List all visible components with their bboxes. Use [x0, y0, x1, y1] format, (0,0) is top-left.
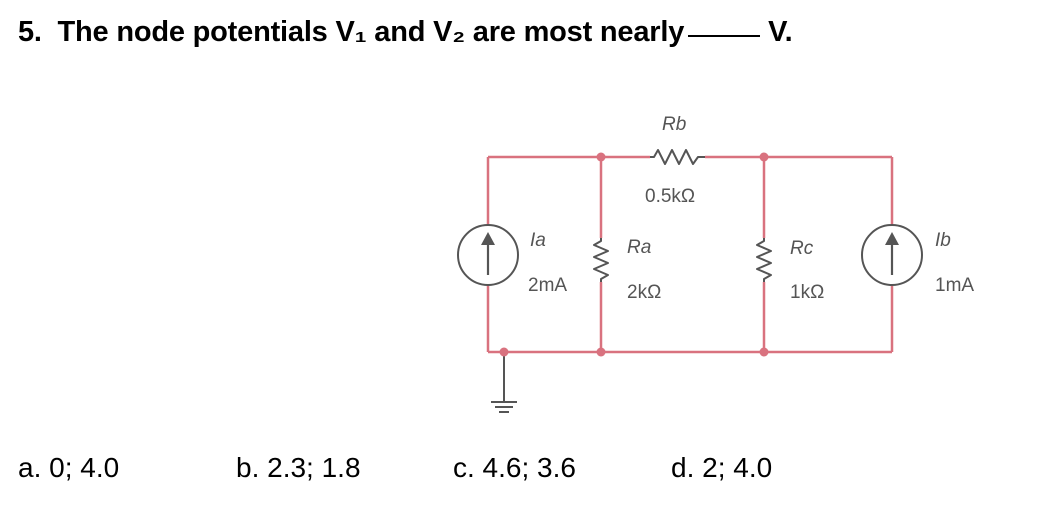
ia-name-label: Ia: [530, 230, 546, 251]
node-dot-top-ra: [596, 152, 606, 162]
node-dot-top-rc: [759, 152, 769, 162]
question-number: 5.: [18, 16, 42, 48]
answer-blank: [688, 35, 761, 37]
rb-value-label: 0.5kΩ: [645, 186, 695, 207]
resistor-rc: [756, 238, 772, 282]
question-prompt: The node potentials V₁ and V₂ are most n…: [57, 16, 685, 48]
current-source-ia: [457, 224, 519, 286]
question-text: 5. The node potentials V₁ and V₂ are mos…: [18, 16, 793, 49]
junction-dots: [499, 152, 769, 357]
rb-name-label: Rb: [662, 114, 686, 135]
node-dot-bottom-rc: [759, 347, 769, 357]
choice-c: c. 4.6; 3.6: [453, 452, 576, 483]
resistor-rb: [650, 149, 705, 165]
choice-d: d. 2; 4.0: [671, 452, 773, 483]
resistor-ra: [593, 238, 609, 282]
ia-value-label: 2mA: [528, 275, 567, 296]
choice-a: a. 0; 4.0: [18, 452, 120, 483]
node-dot-bottom-ra: [596, 347, 606, 357]
node-dot-bottom-ground: [499, 347, 509, 357]
ground-symbol: [491, 352, 517, 413]
current-source-ib: [861, 224, 923, 286]
circuit-wires: [486, 155, 894, 354]
ra-value-label: 2kΩ: [627, 282, 661, 303]
ra-name-label: Ra: [627, 237, 651, 258]
ib-value-label: 1mA: [935, 275, 974, 296]
question-unit: V.: [768, 16, 793, 48]
choice-b: b. 2.3; 1.8: [236, 452, 361, 483]
ib-name-label: Ib: [935, 230, 951, 251]
rc-name-label: Rc: [790, 238, 814, 259]
rc-value-label: 1kΩ: [790, 282, 824, 303]
